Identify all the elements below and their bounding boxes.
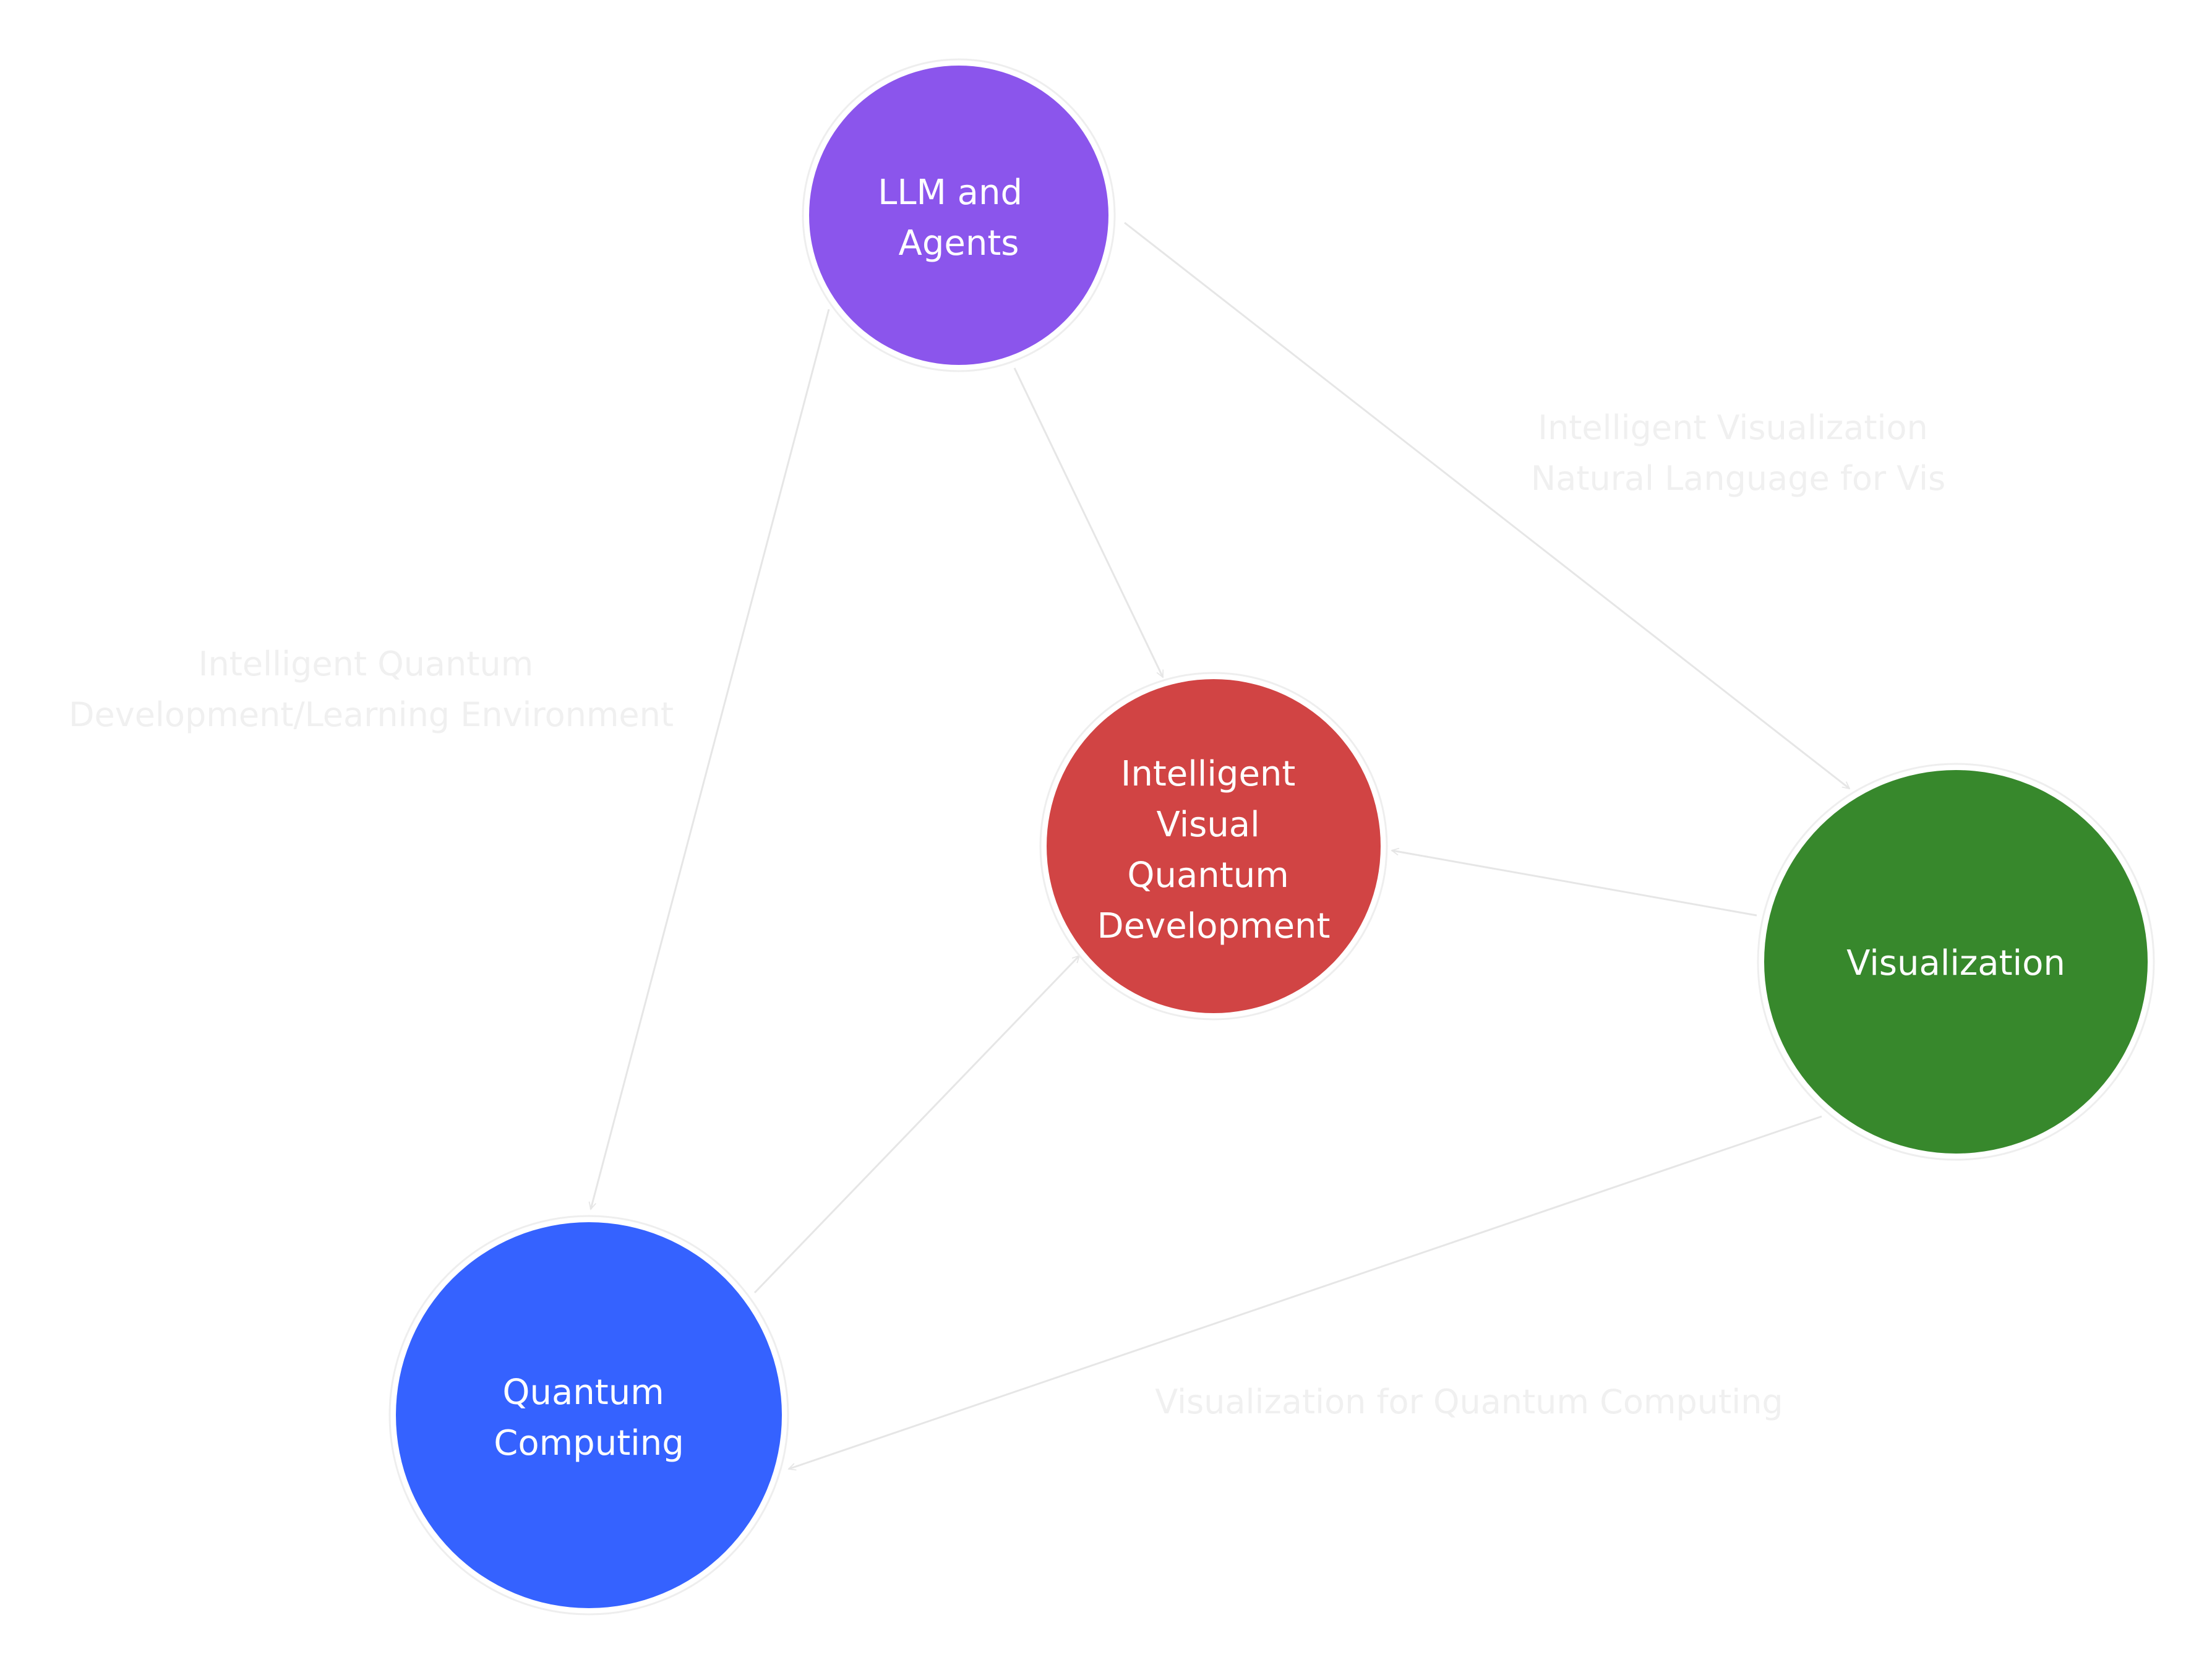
node-center[interactable]: Intelligent Visual Quantum Development: [1039, 672, 1388, 1021]
edge-label-llm-vis-line-1: Intelligent Visualization: [1538, 408, 1928, 447]
node-vis-label-line-1: Visualization: [1846, 943, 2065, 983]
edge-label-llm-vis-line-2: Natural Language for Vis: [1531, 459, 1945, 498]
node-vis-circle: [1764, 770, 2148, 1154]
node-qc-circle: [396, 1222, 782, 1608]
node-center-label-line-2: Visual: [1157, 805, 1260, 845]
node-center-label-line-1: Intelligent: [1121, 754, 1296, 794]
node-center-circle: [1047, 679, 1381, 1013]
edge-label-llm-qc: Intelligent Quantum Development/Learning…: [69, 644, 674, 734]
edge-llm-to-center: [1013, 367, 1164, 677]
node-llm-circle: [809, 66, 1108, 365]
edge-label-llm-vis: Intelligent Visualization Natural Langua…: [1531, 408, 1945, 498]
edge-llm-to-qc: [591, 309, 830, 1209]
node-qc[interactable]: Quantum Computing: [388, 1215, 789, 1616]
edge-qc-to-center: [753, 956, 1079, 1294]
node-llm-label-line-1: LLM and: [878, 173, 1022, 213]
edge-vis-to-qc: [789, 1115, 1822, 1469]
node-llm[interactable]: LLM and Agents: [802, 58, 1116, 372]
node-llm-label-line-2: Agents: [899, 223, 1019, 263]
edge-label-llm-qc-line-1: Intelligent Quantum: [199, 644, 534, 683]
node-vis-ring: [1757, 763, 2155, 1161]
edge-llm-to-vis: [1124, 221, 1850, 789]
edge-label-vis-qc: Visualization for Quantum Computing: [1155, 1382, 1783, 1421]
edge-vis-to-center: [1392, 850, 1757, 917]
edge-label-llm-qc-line-2: Development/Learning Environment: [69, 695, 674, 734]
node-llm-label: LLM and Agents: [878, 173, 1034, 263]
node-qc-ring: [388, 1215, 789, 1616]
node-center-label: Intelligent Visual Quantum Development: [1097, 754, 1331, 946]
node-center-label-line-3: Quantum: [1127, 855, 1288, 896]
node-qc-label: Quantum Computing: [494, 1372, 684, 1463]
node-center-label-line-4: Development: [1097, 906, 1331, 946]
node-qc-label-line-2: Computing: [494, 1423, 684, 1463]
node-center-ring: [1039, 672, 1388, 1021]
node-vis-label: Visualization: [1846, 943, 2065, 983]
edges: [591, 221, 1850, 1469]
edge-label-vis-qc-line-1: Visualization for Quantum Computing: [1155, 1382, 1783, 1421]
node-llm-ring: [802, 58, 1116, 372]
node-qc-label-line-1: Quantum: [502, 1372, 664, 1413]
node-vis[interactable]: Visualization: [1757, 763, 2155, 1161]
edge-labels: Intelligent Visualization Natural Langua…: [69, 408, 1945, 1421]
